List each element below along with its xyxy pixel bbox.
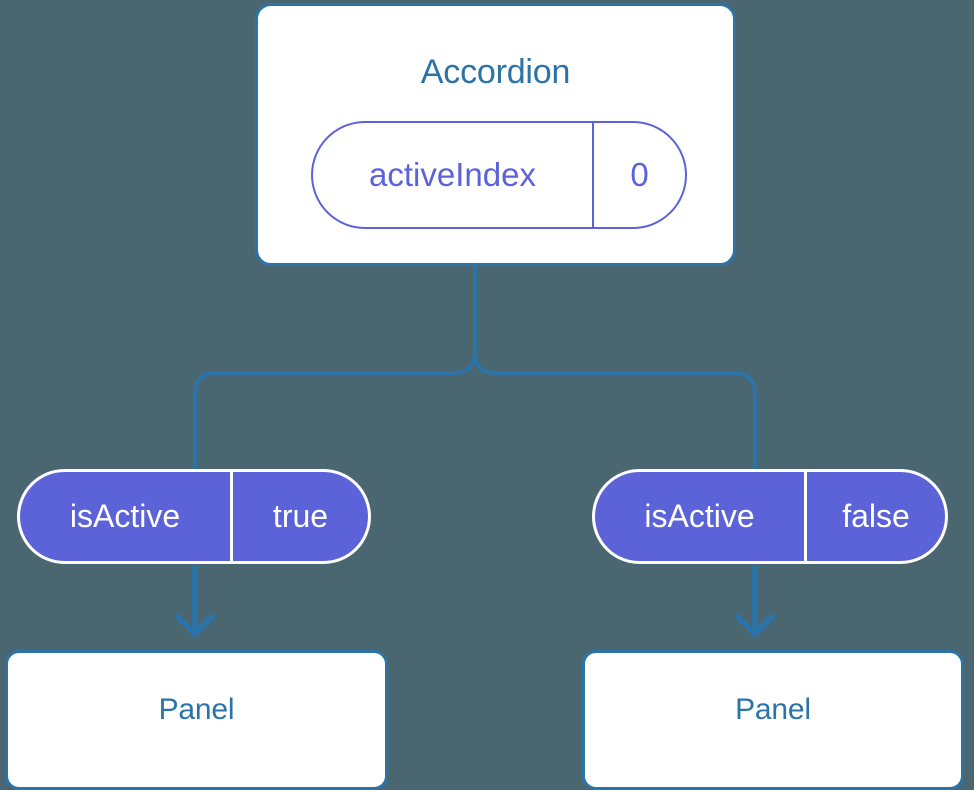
prop-pill-is-active-true[interactable]: isActive true xyxy=(17,469,371,564)
state-key-label: activeIndex xyxy=(313,123,594,227)
state-value-label: 0 xyxy=(630,156,649,193)
panel-title: Panel xyxy=(158,693,235,726)
accordion-title: Accordion xyxy=(420,53,571,91)
arrow-right-head xyxy=(735,614,775,637)
panel-component-box-left[interactable]: Panel xyxy=(5,650,388,790)
panel-component-box-right[interactable]: Panel xyxy=(582,650,964,790)
prop-value-label: true xyxy=(272,498,329,534)
diagram-canvas: Accordion activeIndex 0 isActive true is… xyxy=(5,3,964,790)
prop-pill-is-active-false[interactable]: isActive false xyxy=(592,469,948,564)
arrow-left-head xyxy=(175,614,215,637)
prop-key-label: isActive xyxy=(20,472,233,561)
accordion-component-box[interactable]: Accordion activeIndex 0 xyxy=(255,3,736,266)
prop-key-label: isActive xyxy=(595,472,807,561)
panel-title: Panel xyxy=(735,693,811,726)
state-pill-active-index[interactable]: activeIndex 0 xyxy=(311,121,687,229)
prop-value-label: false xyxy=(842,498,910,534)
connector-split-path-left xyxy=(193,350,477,472)
connector-split-path xyxy=(473,264,757,472)
